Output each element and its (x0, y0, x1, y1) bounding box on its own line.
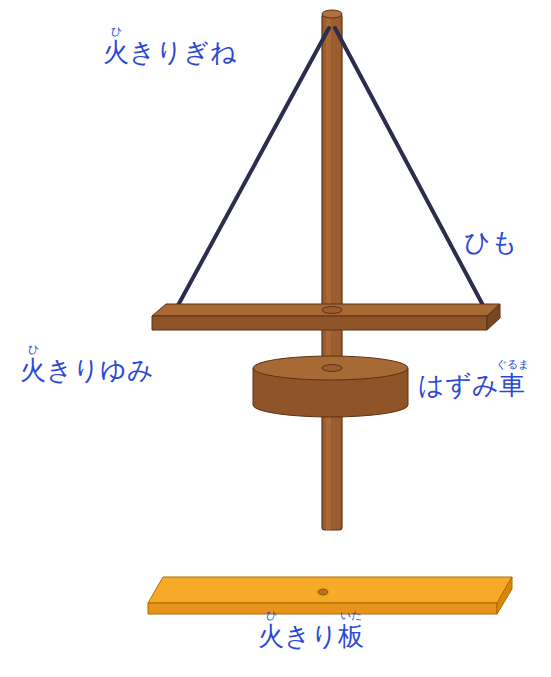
furigana: ひ (266, 610, 277, 622)
furigana: ぐるま (496, 359, 529, 371)
furigana: ひ (111, 26, 122, 38)
part-label: ひも (464, 228, 518, 257)
flywheel (253, 356, 408, 417)
bow-board (152, 304, 500, 330)
fire-board (148, 577, 512, 614)
furigana: ひ (28, 344, 39, 356)
part-label: 火きり板 (258, 622, 364, 651)
string (176, 28, 485, 309)
part-label: 火きりゆみ (20, 356, 154, 385)
part-label: はずみ車 (418, 371, 525, 400)
furigana: いた (340, 610, 362, 622)
part-label: 火きりぎね (103, 38, 237, 67)
drill-shaft (322, 10, 342, 530)
